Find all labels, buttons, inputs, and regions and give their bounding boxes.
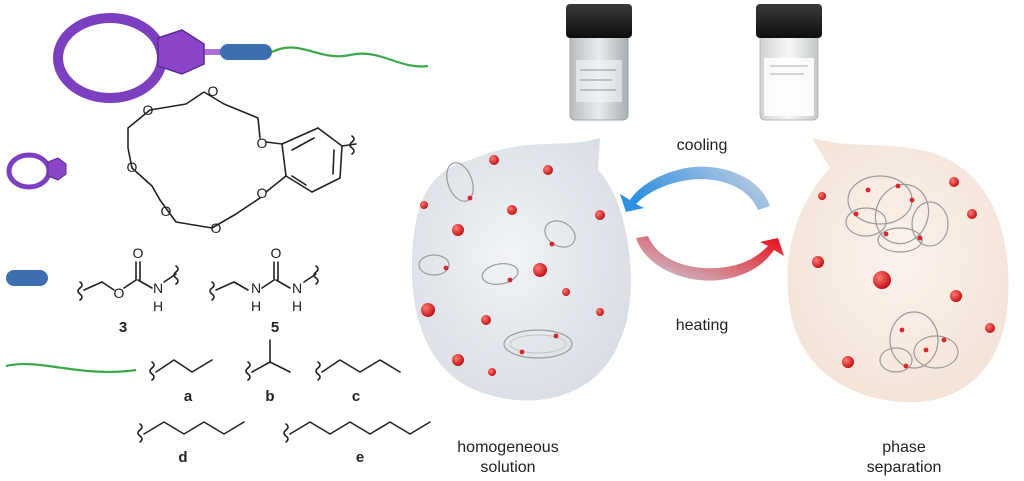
carbamate-n: N xyxy=(153,280,163,296)
macrocycle-icon xyxy=(6,152,67,190)
benzo-hexagon xyxy=(157,29,205,75)
heating-arrow xyxy=(636,236,784,281)
alkyl-substituents: a b c d e xyxy=(137,339,431,466)
crown-ether-structure: O O O O O O O xyxy=(127,83,357,236)
substituent-e xyxy=(283,421,431,443)
phase-separation-label-line-2: separation xyxy=(867,459,942,476)
thermal-cycle-arrows xyxy=(620,166,784,281)
label-d: d xyxy=(178,449,187,466)
squiggle-attach xyxy=(349,135,355,155)
homogeneous-solution-bubble xyxy=(411,138,631,401)
atom-o-5: O xyxy=(127,159,138,175)
substituent-d xyxy=(137,421,245,443)
urea-n2: N xyxy=(292,280,302,296)
atom-o-2: O xyxy=(257,185,268,201)
phase-separation-label: phase separation xyxy=(867,439,942,476)
atom-o-7: O xyxy=(211,220,222,236)
compound-number-3: 3 xyxy=(119,319,127,336)
water-molecules-left xyxy=(420,155,605,376)
carbamate-o-ether: O xyxy=(114,285,125,301)
phase-separation-label-line-1: phase xyxy=(882,439,926,456)
substituent-a xyxy=(149,359,213,381)
alkyl-chain-wire xyxy=(271,46,429,68)
substituent-b xyxy=(245,339,291,381)
linker-icon xyxy=(6,270,48,286)
homogeneous-solution-label: homogeneous solution xyxy=(457,439,558,476)
atom-o-4: O xyxy=(143,102,154,118)
alkyl-chain-icon xyxy=(5,362,137,374)
urea-h1: H xyxy=(251,298,261,314)
compound-number-5: 5 xyxy=(271,319,279,336)
homogeneous-solution-label-line-2: solution xyxy=(480,459,535,476)
homogeneous-solution-label-line-1: homogeneous xyxy=(457,439,558,456)
label-e: e xyxy=(356,449,364,466)
aggregate-oxygen-atoms xyxy=(853,183,947,369)
urea-h2: H xyxy=(292,298,302,314)
linker-capsule xyxy=(220,44,272,60)
vial-clear xyxy=(566,4,632,121)
atom-o-1: O xyxy=(257,135,268,151)
cooling-label: cooling xyxy=(677,137,728,154)
aggregated-macrocycles xyxy=(845,175,959,373)
urea-o: O xyxy=(271,245,282,261)
vial-turbid xyxy=(756,4,822,121)
rotaxane-schematic xyxy=(53,13,429,103)
urea-n1: N xyxy=(251,280,261,296)
water-molecules-right xyxy=(812,177,995,368)
carbamate-structure: O O N H 3 xyxy=(77,245,179,336)
macrocycle-ring xyxy=(53,13,167,103)
molecule-oxygen-atoms xyxy=(443,195,559,355)
urea-structure: O N H N H 5 xyxy=(209,245,319,336)
label-c: c xyxy=(352,388,360,405)
cooling-arrow xyxy=(620,166,770,212)
carbamate-o-carbonyl: O xyxy=(133,245,144,261)
label-a: a xyxy=(184,388,193,405)
carbamate-h: H xyxy=(153,298,163,314)
label-b: b xyxy=(265,388,274,405)
heating-label: heating xyxy=(676,317,729,334)
atom-o-3: O xyxy=(208,83,219,99)
atom-o-6: O xyxy=(161,203,172,219)
substituent-c xyxy=(315,359,401,381)
phase-separation-bubble xyxy=(787,138,1009,403)
